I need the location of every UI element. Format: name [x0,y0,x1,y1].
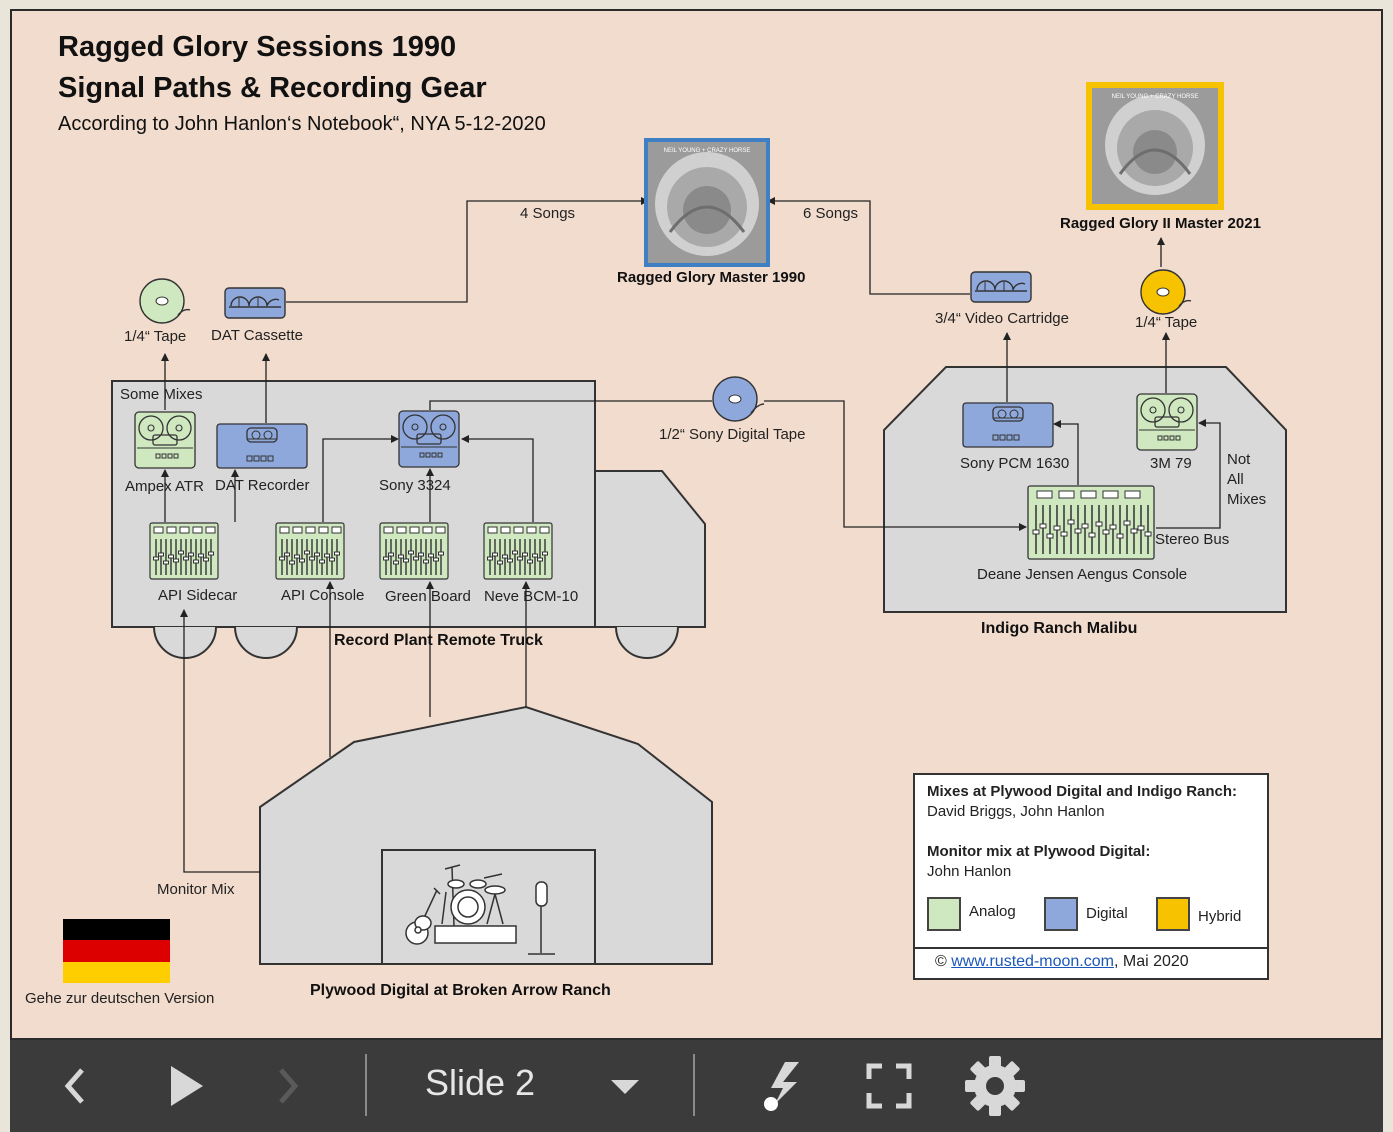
digital-swatch [1044,897,1078,931]
analog-swatch [927,897,961,931]
legend-credit: © www.rusted-moon.com, Mai 2020 [935,953,1189,971]
master-2021-label: Ragged Glory II Master 2021 [1060,215,1261,232]
sony-digital-tape-icon [712,376,765,422]
previous-icon [64,1068,84,1104]
toolbar-separator [693,1054,695,1116]
presentation-toolbar: Slide 2 [10,1040,1383,1132]
legend-monitor-heading: Monitor mix at Plywood Digital: [927,843,1151,860]
microphone-icon [528,881,555,955]
ampex-atr-label: Ampex ATR [125,478,204,495]
legend-mixes-heading: Mixes at Plywood Digital and Indigo Ranc… [927,783,1238,800]
indigo-tape-label: 1/4“ Tape [1135,314,1198,331]
german-version-link[interactable]: Gehe zur deutschen Version [25,990,215,1007]
record-plant-truck [111,380,706,659]
slide-label[interactable]: Slide 2 [425,1062,536,1103]
truck-name: Record Plant Remote Truck [334,632,543,649]
sony-pcm-1630-icon [962,402,1054,448]
monitor-mix-label: Monitor Mix [157,881,235,898]
sony-pcm-label: Sony PCM 1630 [960,455,1070,472]
quarter-tape-reel-icon [139,278,191,324]
neve-bcm10-icon [483,522,553,580]
credit-date: , Mai 2020 [1113,953,1189,970]
next-button[interactable] [268,1040,308,1132]
slide-dropdown-button[interactable] [605,1040,645,1132]
four-songs-label: 4 Songs [520,205,576,222]
api-sidecar-icon [149,522,219,580]
album-cover-2021: NEIL YOUNG + CRAZY HORSE [1086,82,1224,210]
signal-path-diagram: NEIL YOUNG + CRAZY HORSE NEIL YOUNG + CR… [111,82,1287,965]
previous-button[interactable] [50,1040,100,1132]
slide: NEIL YOUNG + CRAZY HORSE NEIL YOUNG + CR… [10,9,1383,1040]
sony-3324-icon [398,410,460,468]
next-icon [279,1068,299,1104]
slide-subtitle: According to John Hanlon‘s Notebook“, NY… [58,113,546,135]
laser-pointer-button[interactable] [758,1040,808,1132]
gear-icon [965,1056,1025,1116]
guitar-icon [405,887,441,945]
dat-recorder-icon [216,423,308,469]
aengus-console-label: Deane Jensen Aengus Console [977,566,1188,583]
3m-79-label: 3M 79 [1150,455,1192,472]
indigo-name: Indigo Ranch Malibu [981,620,1138,637]
album-cover-1990: NEIL YOUNG + CRAZY HORSE [644,138,770,267]
sony-3324-label: Sony 3324 [379,477,451,494]
svg-text:NEIL YOUNG + CRAZY HORSE: NEIL YOUNG + CRAZY HORSE [664,148,751,154]
dat-cassette-label: DAT Cassette [211,327,303,344]
api-sidecar-label: API Sidecar [158,587,238,604]
plywood-barn [259,705,713,965]
api-console-icon [275,522,345,580]
dat-recorder-label: DAT Recorder [215,477,310,494]
aengus-console-icon [1027,485,1155,560]
legend-divider [915,947,1267,949]
fullscreen-button[interactable] [865,1040,913,1132]
laser-pointer-icon [764,1062,799,1111]
six-songs-label: 6 Songs [803,205,859,222]
green-board-label: Green Board [385,588,471,605]
not-all-mixes-label-2: All [1227,471,1244,488]
german-flag-icon[interactable] [63,919,170,983]
some-mixes-label: Some Mixes [120,386,203,403]
copyright-symbol: © [935,953,947,970]
legend-mixes-names: David Briggs, John Hanlon [927,803,1105,820]
ampex-atr-icon [134,411,196,469]
fullscreen-icon [866,1063,912,1109]
not-all-mixes-label-3: Mixes [1227,491,1267,508]
svg-text:NEIL YOUNG + CRAZY HORSE: NEIL YOUNG + CRAZY HORSE [1112,94,1199,100]
settings-button[interactable] [962,1040,1028,1132]
hybrid-swatch [1156,897,1190,931]
analog-legend-label: Analog [969,903,1016,920]
neve-label: Neve BCM-10 [484,588,579,605]
dropdown-icon [611,1080,639,1094]
truck-tape-label: 1/4“ Tape [124,328,187,345]
rusted-moon-link[interactable]: www.rusted-moon.com [951,953,1114,970]
hybrid-tape-reel-icon [1140,269,1192,315]
video-cartridge-label: 3/4“ Video Cartridge [935,310,1069,327]
play-icon [171,1066,203,1106]
toolbar-separator [365,1054,367,1116]
video-cartridge-icon [970,271,1032,303]
sony-digital-tape-label: 1/2“ Sony Digital Tape [659,426,806,443]
slide-title-line1: Ragged Glory Sessions 1990 [58,31,457,63]
api-console-label: API Console [281,587,365,604]
digital-legend-label: Digital [1086,905,1128,922]
dat-cassette-icon [224,287,286,319]
plywood-name: Plywood Digital at Broken Arrow Ranch [310,982,611,999]
3m-79-icon [1136,393,1198,451]
legend-box: Mixes at Plywood Digital and Indigo Ranc… [913,773,1269,980]
legend-monitor-name: John Hanlon [927,863,1012,880]
play-button[interactable] [160,1040,210,1132]
master-1990-label: Ragged Glory Master 1990 [617,269,806,286]
hybrid-legend-label: Hybrid [1198,908,1242,925]
drum-kit-icon [434,864,517,944]
green-board-icon [379,522,449,580]
stereo-bus-label: Stereo Bus [1155,531,1230,548]
not-all-mixes-label-1: Not [1227,451,1251,468]
slide-title-line2: Signal Paths & Recording Gear [58,72,487,104]
